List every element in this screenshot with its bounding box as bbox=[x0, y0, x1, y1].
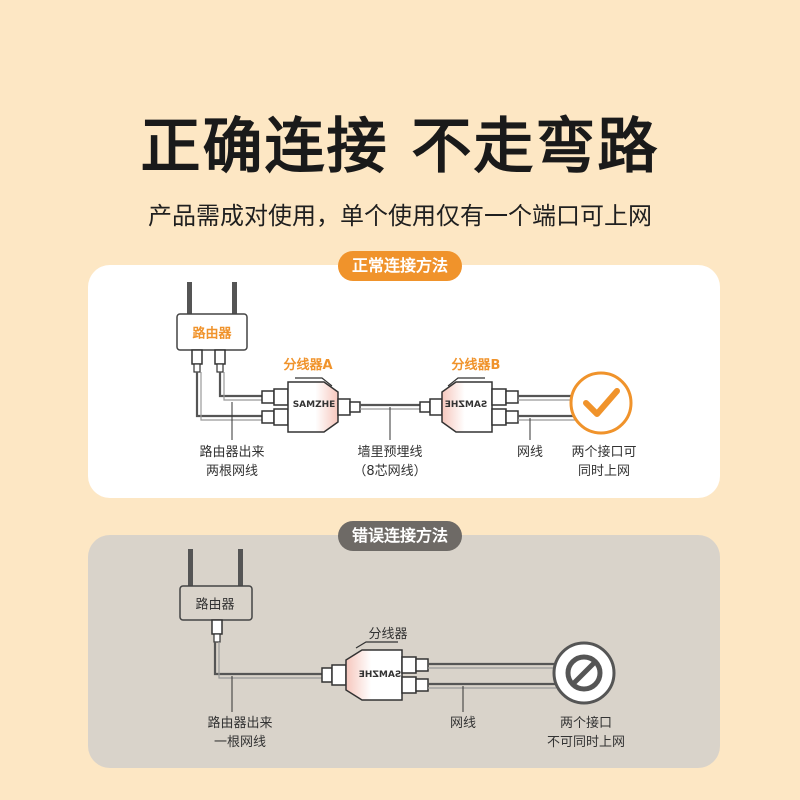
page-subtitle: 产品需成对使用，单个使用仅有一个端口可上网 bbox=[148, 202, 652, 230]
wrong-router-antennas bbox=[188, 549, 243, 589]
wrong-splitter-body bbox=[345, 649, 403, 701]
correct-router-plugs bbox=[191, 349, 226, 373]
wrong-router-cable bbox=[213, 642, 322, 679]
correct-router-label: 路由器 bbox=[192, 326, 232, 342]
correct-brand-b: SAMZHE bbox=[444, 400, 488, 410]
correct-router-cable-line2: 两根网线 bbox=[205, 464, 259, 479]
wrong-badge: 错误连接方法 bbox=[337, 521, 463, 551]
correct-result-label: 两个接口可 同时上网 bbox=[571, 443, 636, 481]
correct-splitter-b-body bbox=[441, 381, 493, 433]
correct-splitter-a-label: 分线器A bbox=[283, 358, 333, 373]
wrong-router-label: 路由器 bbox=[195, 597, 235, 613]
prohibited-icon bbox=[552, 641, 616, 705]
correct-splitter-b-plugs bbox=[491, 388, 519, 426]
wrong-result-line1: 两个接口 bbox=[559, 716, 613, 731]
correct-result-line1: 两个接口可 bbox=[571, 445, 637, 460]
wrong-router-cable-line1: 路由器出来 bbox=[207, 716, 273, 731]
correct-router-cable-line1: 路由器出来 bbox=[199, 445, 265, 460]
correct-router-cable-label: 路由器出来 两根网线 bbox=[199, 443, 264, 481]
wrong-splitter-plugs bbox=[401, 656, 429, 694]
wrong-router-cable-label: 路由器出来 一根网线 bbox=[207, 714, 272, 752]
correct-router-antennas bbox=[187, 282, 237, 318]
correct-wall-label: 墙里预埋线 （8芯网线） bbox=[353, 443, 426, 481]
correct-router-cables bbox=[195, 372, 262, 421]
wrong-panel bbox=[88, 535, 720, 768]
wrong-net-label: 网线 bbox=[449, 716, 477, 731]
correct-brand-a: SAMZHE bbox=[292, 400, 336, 410]
wrong-router-plug bbox=[211, 619, 223, 643]
correct-wall-line2: （8芯网线） bbox=[353, 464, 427, 479]
correct-result-line2: 同时上网 bbox=[577, 464, 631, 479]
correct-splitter-a-plugs bbox=[261, 388, 289, 426]
page-title: 正确连接 不走弯路 bbox=[140, 112, 660, 182]
wrong-output-cables bbox=[428, 662, 556, 689]
wrong-result-label: 两个接口 不可同时上网 bbox=[547, 714, 625, 752]
correct-badge: 正常连接方法 bbox=[337, 251, 463, 281]
correct-output-cables bbox=[518, 394, 578, 421]
wrong-result-line2: 不可同时上网 bbox=[546, 735, 626, 750]
correct-net-label: 网线 bbox=[516, 445, 544, 460]
wrong-splitter-label: 分线器 bbox=[368, 627, 408, 642]
correct-splitter-a-body bbox=[287, 381, 339, 433]
wrong-router-cable-line2: 一根网线 bbox=[213, 735, 267, 750]
correct-splitter-b-label: 分线器B bbox=[451, 358, 501, 373]
wrong-brand: SAMZHE bbox=[358, 670, 402, 680]
correct-wall-line1: 墙里预埋线 bbox=[357, 445, 423, 460]
check-icon bbox=[569, 371, 633, 435]
correct-router-box bbox=[176, 313, 248, 351]
